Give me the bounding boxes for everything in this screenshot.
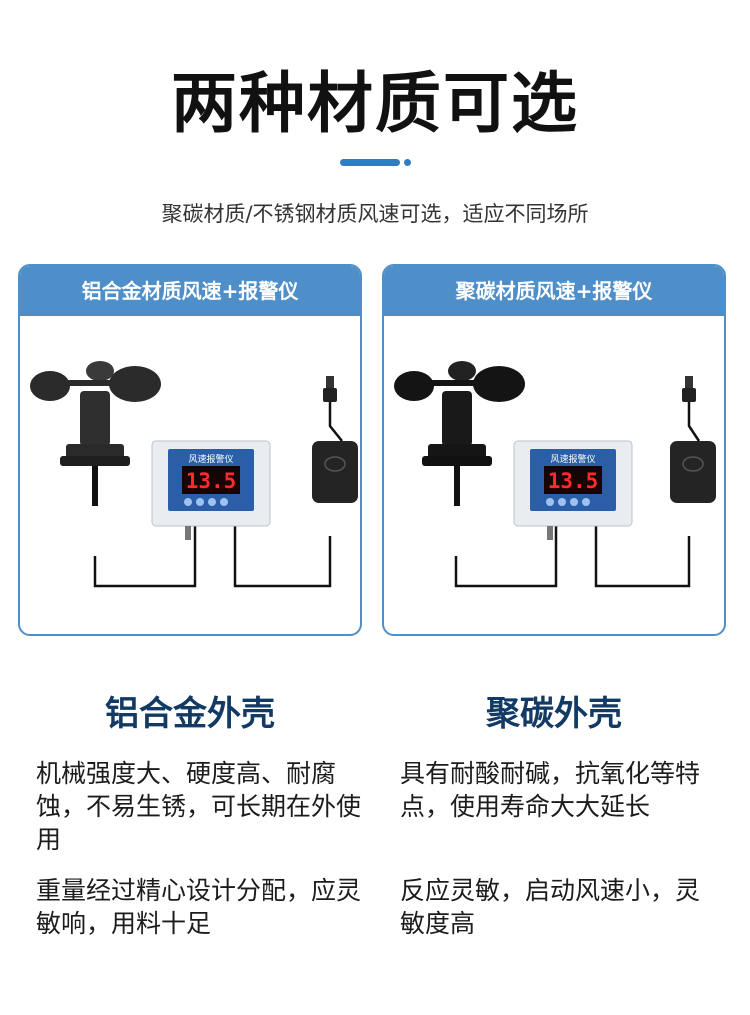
product-card-aluminum: 铝合金材质风速+报警仪 风速报警仪 13.5 — [18, 264, 362, 636]
device-reading: 13.5 — [548, 469, 599, 493]
page-title: 两种材质可选 — [171, 65, 579, 142]
device-panel-title: 风速报警仪 — [188, 453, 233, 464]
product-photo: 风速报警仪 13.5 — [30, 361, 358, 588]
power-adapter-icon — [312, 376, 358, 503]
polycarbonate-description-1: 具有耐酸耐碱，抗氧化等特点，使用寿命大大延长 — [400, 759, 701, 821]
polycarbonate-description-2: 反应灵敏，启动风速小，灵敏度高 — [400, 876, 701, 938]
device-panel-title: 风速报警仪 — [550, 453, 595, 464]
accent-dot — [404, 159, 411, 166]
aluminum-description-1: 机械强度大、硬度高、耐腐蚀，不易生锈，可长期在外使用 — [36, 759, 362, 854]
accent-bar — [340, 159, 400, 166]
anemometer-icon — [30, 361, 161, 506]
alarm-display-device: 风速报警仪 13.5 — [513, 440, 633, 540]
page-subtitle: 聚碳材质/不锈钢材质风速可选，适应不同场所 — [161, 202, 589, 226]
power-adapter-icon — [670, 376, 716, 503]
card-header: 铝合金材质风速+报警仪 — [20, 266, 360, 316]
aluminum-description-2: 重量经过精心设计分配，应灵敏响，用料十足 — [36, 876, 362, 938]
material-title-aluminum: 铝合金外壳 — [105, 694, 275, 734]
product-photo: 风速报警仪 13.5 — [394, 361, 716, 588]
anemometer-icon — [394, 361, 525, 506]
device-reading: 13.5 — [186, 469, 237, 493]
material-title-polycarbonate: 聚碳外壳 — [486, 694, 622, 734]
alarm-display-device: 风速报警仪 13.5 — [151, 440, 271, 540]
card-header: 聚碳材质风速+报警仪 — [384, 266, 724, 316]
product-card-polycarbonate: 聚碳材质风速+报警仪 风速报警仪 13.5 — [382, 264, 726, 636]
